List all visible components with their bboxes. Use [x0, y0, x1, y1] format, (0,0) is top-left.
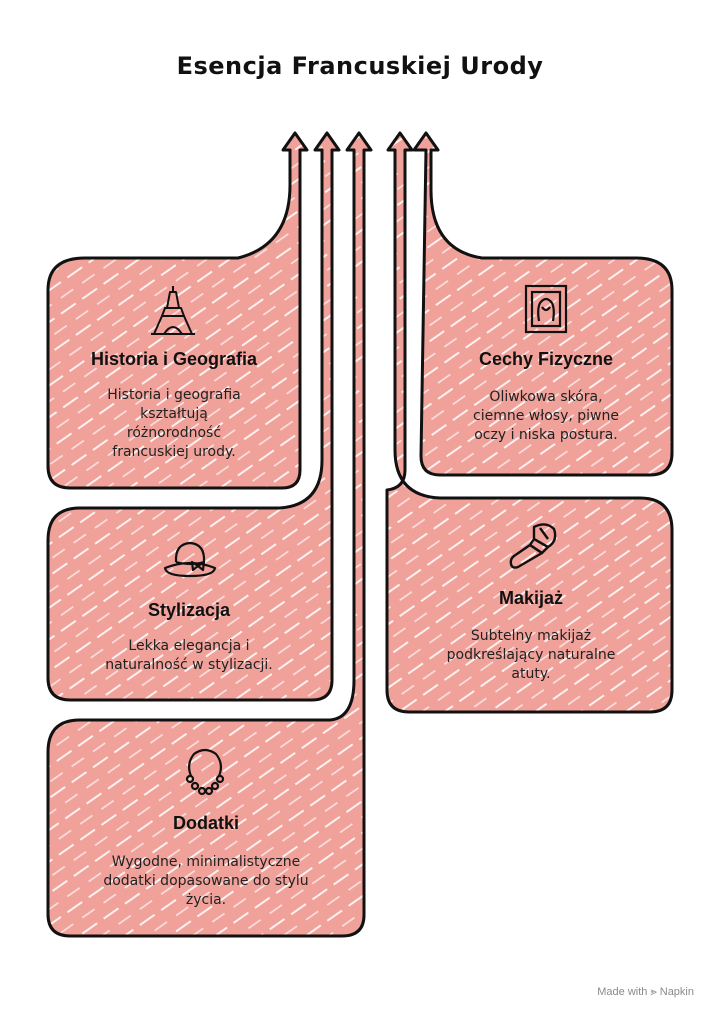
page-title: Esencja Francuskiej Urody	[176, 52, 544, 80]
eiffel-tower-icon	[151, 286, 195, 335]
hat-icon	[163, 541, 217, 578]
card-desc-cechy: Oliwkowa skóra, ciemne włosy, piwne oczy…	[473, 389, 619, 443]
card-title-historia: Historia i Geografia	[90, 349, 258, 369]
card-title-stylizacja: Stylizacja	[147, 600, 231, 620]
necklace-icon	[185, 748, 225, 796]
card-title-cechy: Cechy Fizyczne	[478, 349, 614, 369]
card-title-dodatki: Dodatki	[172, 813, 239, 833]
card-dodatki-shape	[46, 131, 373, 938]
portrait-icon	[524, 284, 568, 334]
card-title-makijaz: Makijaż	[498, 588, 564, 608]
footer-credit: Made with ⪢ Napkin	[597, 986, 694, 998]
card-desc-dodatki: Wygodne, minimalistyczne dodatki dopasow…	[103, 854, 309, 908]
napkin-logo-icon: ⪢	[650, 986, 657, 998]
card-stylizacja-shape	[46, 131, 341, 702]
card-makijaz-shape-main	[385, 131, 674, 714]
card-desc-makijaz: Subtelny makijaż podkreślający naturalne…	[446, 628, 616, 682]
card-cechy-body	[423, 133, 636, 258]
card-desc-stylizacja: Lekka elegancja i naturalność w stylizac…	[105, 638, 273, 673]
makeup-brush-icon	[509, 523, 557, 569]
card-cechy-group	[412, 131, 674, 477]
card-historia-shape	[46, 131, 309, 490]
card-desc-historia: Historia i geografia kształtują różnorod…	[107, 387, 241, 460]
